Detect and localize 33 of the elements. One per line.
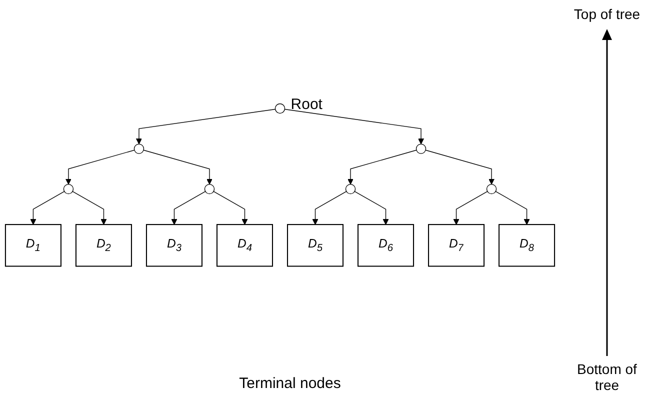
arrow — [453, 191, 488, 225]
node-box: D$_{8}$ — [498, 224, 556, 267]
node-box: D$_{6}$ — [358, 224, 414, 267]
arrow — [30, 191, 65, 225]
node-box: D$_{4}$ — [216, 224, 273, 267]
arrow — [136, 108, 276, 144]
node-circle — [274, 103, 286, 114]
node-box: D$_{5}$ — [287, 224, 344, 267]
arrow — [284, 108, 424, 144]
arrow — [495, 191, 530, 225]
arrow — [425, 150, 495, 185]
node-circle — [416, 144, 426, 154]
arrow — [354, 191, 389, 225]
arrow — [312, 191, 347, 225]
node-circle — [345, 184, 356, 194]
node-circle — [134, 144, 144, 154]
axis-label: Terminal nodes — [238, 375, 342, 392]
arrow — [65, 150, 135, 185]
node-circle — [63, 184, 74, 194]
arrow — [143, 150, 212, 185]
arrow — [213, 191, 248, 225]
node-box: D$_{2}$ — [75, 224, 132, 267]
node-box: D$_{1}$ — [4, 224, 62, 267]
axis-label: Bottom of tree — [576, 361, 638, 393]
node-box: D$_{7}$ — [428, 224, 485, 267]
node-box: D$_{3}$ — [146, 224, 202, 267]
axis-label: Top of tree — [572, 6, 642, 22]
node-caption: Root — [290, 96, 322, 113]
node-circle — [204, 184, 215, 194]
arrow — [72, 191, 107, 225]
node-circle — [486, 184, 497, 194]
arrow — [348, 150, 417, 185]
arrow — [171, 191, 206, 225]
